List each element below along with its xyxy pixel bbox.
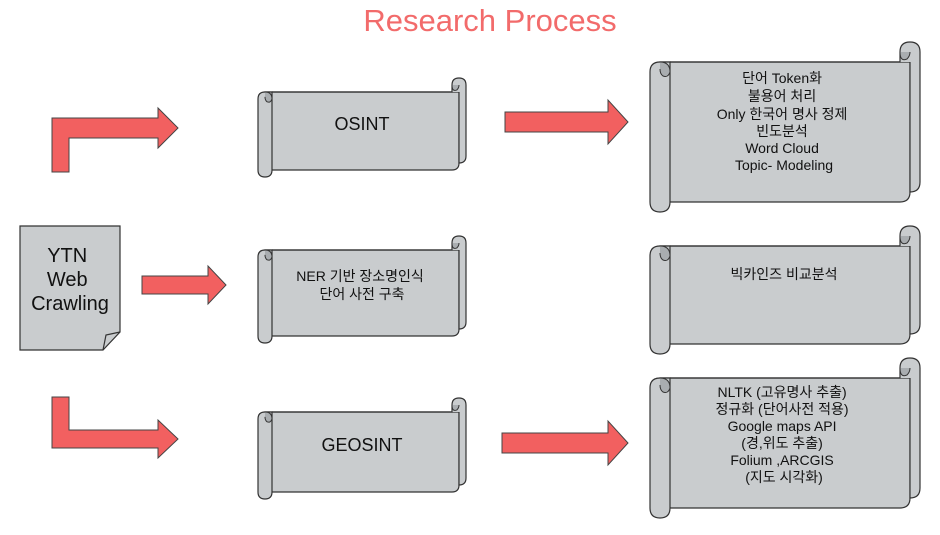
svg-text:YTN Web Crawling: YTN Web Crawling [31,245,109,315]
svg-text:NER 기반 장소명인식 단어 사전 구축: NER 기반 장소명인식 단어 사전 구축 [296,268,427,302]
svg-text:OSINT: OSINT [334,114,389,134]
bent-arrow-down-right [51,396,179,460]
scroll-line: NLTK (고유명사 추출) [717,384,846,400]
document-fold [102,331,121,351]
scroll-left-roll [257,249,273,344]
scroll-geosint: GEOSINT [257,397,467,500]
scroll-line: GEOSINT [321,435,402,455]
scroll-osint: OSINT [257,77,467,178]
scroll-line: 정규화 (단어사전 적용) [716,401,849,417]
svg-text:NLTK (고유명사 추출) 정규화 (단어사전: NLTK (고유명사 추출) 정규화 (단어사전 적용) Google maps… [716,384,853,485]
scroll-left-curl [264,411,273,423]
scroll-top-curl [451,242,460,249]
scroll-left-roll [649,61,671,213]
svg-text:빅카인즈 비교분석: 빅카인즈 비교분석 [731,266,838,282]
scroll-left-curl [659,245,671,261]
scroll-left-curl [659,377,671,393]
scroll-top-curl [899,235,911,245]
scroll-line: 불용어 처리 [748,88,816,104]
document-line: Web [47,269,88,291]
bent-arrow-up-right [51,106,179,173]
arrow-doc-to-ner [141,264,227,306]
scroll-line: NER 기반 장소명인식 [296,268,424,284]
scroll-top-curl [899,51,911,61]
scroll-osint-steps: 단어 Token화 불용어 처리 Only 한국어 명사 정제 빈도분석 Wor… [649,41,921,213]
scroll-ner: NER 기반 장소명인식 단어 사전 구축 [257,235,467,344]
scroll-shape [649,357,921,519]
scroll-top-roll [272,77,467,164]
document-line: YTN [47,245,87,267]
scroll-top-roll [272,235,467,330]
scroll-top-roll [670,225,921,335]
scroll-line: Folium ,ARCGIS [730,452,833,468]
scroll-line: 단어 Token화 [742,70,822,86]
scroll-top-roll [670,357,921,499]
scroll-line: OSINT [334,114,389,134]
scroll-left-curl [659,61,671,77]
scroll-line: (지도 시각화) [745,469,823,485]
scroll-left-roll [257,411,273,500]
scroll-line: Only 한국어 명사 정제 [717,106,848,122]
flow-arrows [51,98,629,467]
scroll-line: Topic- Modeling [735,157,833,173]
scroll-line: 단어 사전 구축 [319,286,404,302]
scroll-shape [257,397,467,500]
scroll-left-roll [257,91,273,178]
scroll-line: (경,위도 추출) [741,435,823,451]
document-line: Crawling [31,293,109,315]
scroll-line: Google maps API [728,418,837,434]
scroll-top-curl [899,367,911,377]
scroll-left-roll [649,245,671,355]
scroll-geosint-steps: NLTK (고유명사 추출) 정규화 (단어사전 적용) Google maps… [649,357,921,519]
arrow-osint-to-steps [504,98,629,146]
scroll-shape [649,225,921,355]
scroll-top-curl [451,404,460,411]
scroll-shape [649,41,921,213]
ytn-web-crawling-document: YTN Web Crawling [19,225,121,351]
svg-text:단어 Token화 불용어 처리 O: 단어 Token화 불용어 처리 Only 한국어 명사 정제 빈도분석 Wor… [717,70,852,173]
diagram-title: Research Process [363,3,616,38]
scroll-line: 빈도분석 [756,123,808,139]
scroll-line: Word Cloud [745,140,819,156]
svg-text:GEOSINT: GEOSINT [321,435,402,455]
scroll-line: 빅카인즈 비교분석 [731,266,838,282]
scroll-shape [257,235,467,344]
scroll-bigkinds: 빅카인즈 비교분석 [649,225,921,355]
scroll-top-roll [272,397,467,486]
scroll-shape [257,77,467,178]
scroll-left-curl [264,91,273,103]
scroll-top-curl [451,84,460,91]
scroll-left-curl [264,249,273,261]
scroll-top-roll [670,41,921,193]
arrow-geosint-to-steps [501,419,629,467]
scroll-body [659,245,911,345]
scroll-left-roll [649,377,671,519]
document-shape [19,225,121,351]
